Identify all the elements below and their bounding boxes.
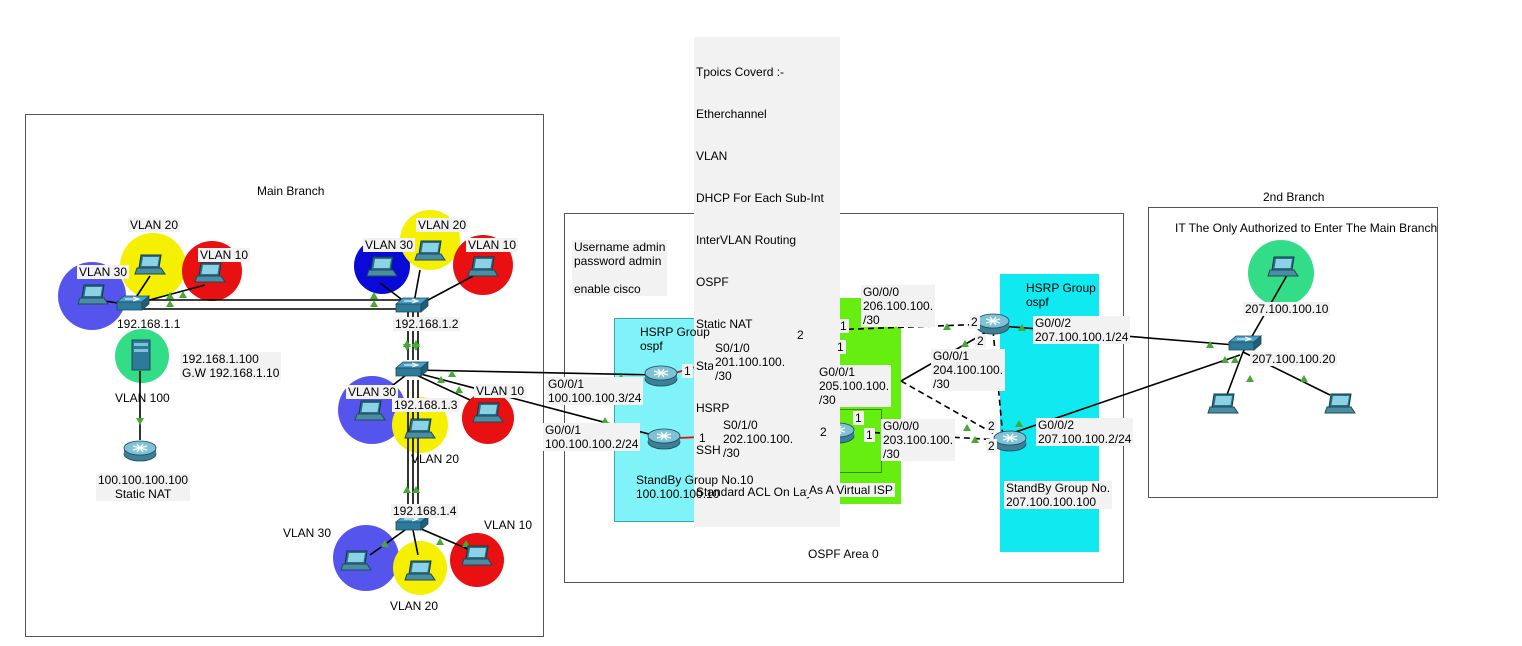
server-icon[interactable] <box>131 339 151 371</box>
second-branch-region <box>1148 207 1438 498</box>
r4-g002-label: G0/0/2 207.100.100.2/24 <box>1036 418 1134 446</box>
vlan20-label: VLAN 20 <box>390 599 439 613</box>
hsrp-router-4-icon[interactable] <box>993 430 1027 452</box>
port-number: 1 <box>864 428 875 442</box>
vlan10-label: VLAN 10 <box>198 248 251 262</box>
port-number: 1 <box>835 340 846 354</box>
main-branch-title: Main Branch <box>257 184 325 198</box>
vlan10-label: VLAN 10 <box>466 238 519 252</box>
switch-icon[interactable] <box>395 297 429 313</box>
hsrp-left-standby: StandBy Group No.10 100.100.100.10 <box>636 473 754 501</box>
port-number: 1 <box>853 411 864 425</box>
credentials-note: Username admin password admin enable cis… <box>572 240 668 296</box>
r2-s010-label: S0/1/0 202.100.100. /30 <box>721 418 796 460</box>
vlan10-label: VLAN 10 <box>484 518 533 532</box>
hsrp-router-1-icon[interactable] <box>644 365 678 387</box>
topics-title: Tpoics Coverd :- <box>696 65 785 79</box>
topic-item: InterVLAN Routing <box>696 233 797 247</box>
r3-g001-label: G0/0/1 204.100.100. /30 <box>931 349 1006 391</box>
hsrp-router-3-icon[interactable] <box>976 313 1010 335</box>
nat-router-label: 100.100.100.100 Static NAT <box>96 473 191 501</box>
port-number: 1 <box>682 364 693 378</box>
vlan20-label: VLAN 20 <box>411 452 460 466</box>
switch1-ip: 192.168.1.1 <box>117 317 181 331</box>
r2-g001-label: G0/0/1 100.100.100.2/24 <box>543 423 641 451</box>
topic-item: OSPF <box>696 275 729 289</box>
vlan10-label: VLAN 10 <box>474 384 527 398</box>
port-number: 1 <box>697 431 708 445</box>
r3-g002-label: G0/0/2 207.100.100.1/24 <box>1033 316 1131 344</box>
second-branch-switch-ip: 207.100.100.20 <box>1250 352 1338 366</box>
isp-g000-bot-label: G0/0/0 203.100.100. /30 <box>881 419 956 461</box>
main-branch-region <box>25 114 544 637</box>
topic-item: SSH <box>696 443 721 457</box>
server-info: 192.168.1.100 G.W 192.168.1.10 <box>180 352 282 380</box>
vlan30-label: VLAN 30 <box>346 385 399 399</box>
vlan30-label: VLAN 30 <box>363 238 416 252</box>
switch-icon[interactable] <box>395 515 429 531</box>
vlan100-label: VLAN 100 <box>115 391 170 405</box>
topic-item: DHCP For Each Sub-Int <box>696 191 824 205</box>
hsrp-right-group-label: HSRP Group ospf <box>1026 281 1096 309</box>
switch4-ip: 192.168.1.4 <box>391 504 459 518</box>
vlan30-label: VLAN 30 <box>77 265 130 279</box>
hsrp-left-group-label: HSRP Group ospf <box>640 325 710 353</box>
topic-item: Static NAT <box>696 317 753 331</box>
port-number: 2 <box>795 328 806 342</box>
r1-s010-label: S0/1/0 201.100.100. /30 <box>713 341 788 383</box>
port-number: 1 <box>838 319 849 333</box>
hsrp-router-2-icon[interactable] <box>647 428 681 450</box>
vlan20-label: VLAN 20 <box>128 218 181 232</box>
hsrp-right-standby: StandBy Group No. 207.100.100.100 <box>1004 481 1113 509</box>
port-number: 2 <box>986 419 997 433</box>
isp-g001-label: G0/0/1 205.100.100. /30 <box>817 365 892 407</box>
second-branch-subtitle: IT The Only Authorized to Enter The Main… <box>1175 221 1438 235</box>
second-branch-title: 2nd Branch <box>1263 190 1325 204</box>
topic-item: HSRP <box>696 401 730 415</box>
isp-label: As A Virtual ISP <box>807 483 895 497</box>
switch3-ip: 192.168.1.3 <box>392 398 460 412</box>
switch-icon[interactable] <box>1228 335 1262 351</box>
topic-item: Etherchannel <box>696 107 767 121</box>
port-number: 2 <box>986 439 997 453</box>
vlan20-label: VLAN 20 <box>416 218 469 232</box>
switch-icon[interactable] <box>116 295 150 311</box>
isp-g000-top-label: G0/0/0 206.100.100. /30 <box>861 285 936 327</box>
laptop-icon[interactable] <box>1207 393 1239 414</box>
vlan30-label: VLAN 30 <box>283 526 332 540</box>
nat-router-icon[interactable] <box>123 440 157 462</box>
ospf-area-label: OSPF Area 0 <box>808 547 879 561</box>
r1-g001-label: G0/0/1 100.100.100.3/24 <box>546 377 644 405</box>
topic-item: VLAN <box>696 149 728 163</box>
multilayer-switch-icon[interactable] <box>395 361 429 377</box>
port-number: 2 <box>969 315 980 329</box>
laptop-icon[interactable] <box>1324 393 1356 414</box>
second-branch-pc-ip: 207.100.100.10 <box>1243 302 1331 316</box>
port-number: 2 <box>975 334 986 348</box>
switch2-ip: 192.168.1.2 <box>393 317 461 331</box>
port-number: 2 <box>818 425 829 439</box>
